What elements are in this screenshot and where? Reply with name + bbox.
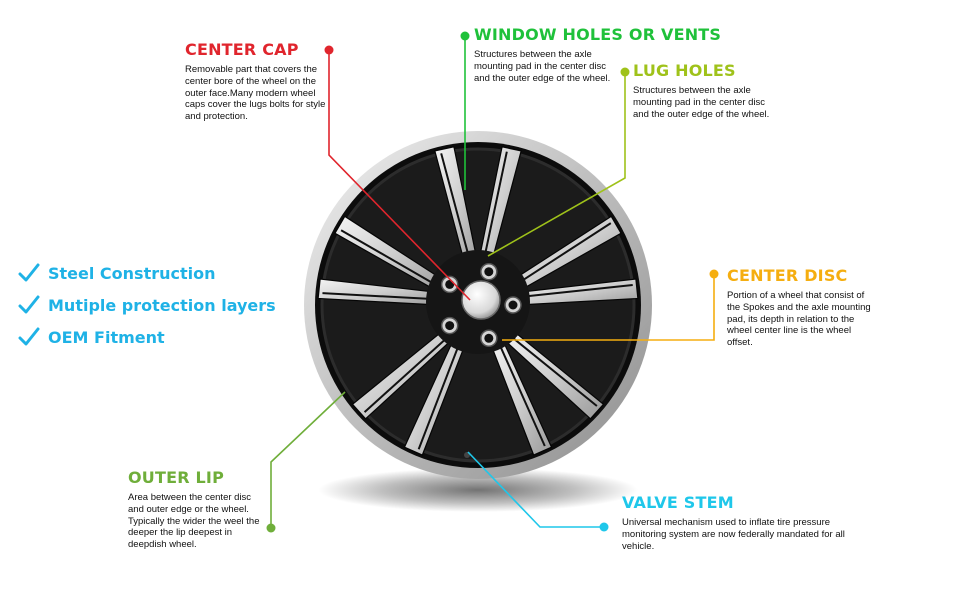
lug-holes: [440, 262, 522, 348]
spoke-edge: [499, 345, 546, 447]
check-icon: [18, 295, 40, 314]
lug-holes-title: LUG HOLES: [633, 61, 736, 80]
window-holes-title: WINDOW HOLES OR VENTS: [474, 25, 722, 44]
outer-lip-title: OUTER LIP: [128, 468, 225, 487]
window-holes-description: Structures between the axle mounting pad…: [474, 49, 611, 84]
spoke-edge: [483, 151, 508, 260]
window-holes-leader: [460, 31, 470, 190]
center-disc-title: CENTER DISC: [727, 266, 848, 285]
feature-label: Steel Construction: [48, 263, 216, 283]
feature-item: Mutiple protection layers: [18, 289, 276, 321]
window-holes-annotation: WINDOW HOLES OR VENTS Structures between…: [474, 25, 722, 84]
spoke-edge: [363, 337, 448, 413]
lug-holes-annotation: LUG HOLES Structures between the axle mo…: [633, 61, 773, 120]
wheel-shadow: [318, 468, 638, 512]
spoke-edge: [440, 153, 471, 261]
valve-stem-description: Universal mechanism used to inflate tire…: [622, 517, 845, 552]
spoke-edge: [510, 335, 598, 407]
lug-hole-center: [484, 333, 494, 343]
feature-item: OEM Fitment: [18, 321, 276, 353]
feature-label: OEM Fitment: [48, 327, 165, 347]
center-cap-description: Removable part that covers the center bo…: [185, 64, 326, 123]
feature-list: Steel Construction Mutiple protection la…: [18, 257, 276, 353]
spoke-edge: [340, 229, 437, 287]
outer-lip-leader: [266, 391, 346, 533]
lug-hole-center: [508, 300, 518, 310]
center-cap-title: CENTER CAP: [185, 40, 299, 59]
valve-stem-annotation: VALVE STEM Universal mechanism used to i…: [622, 493, 872, 552]
center-cap-leader: [324, 45, 471, 301]
center-disc-leader: [502, 269, 719, 341]
lug-holes-leader: [487, 67, 630, 257]
spokes: [317, 146, 639, 456]
lug-hole-center: [484, 267, 494, 277]
outer-lip-annotation: OUTER LIP Area between the center disc a…: [128, 468, 268, 551]
center-cap: [461, 280, 501, 320]
spoke-edge: [517, 222, 612, 284]
lug-holes-description: Structures between the axle mounting pad…: [633, 85, 770, 120]
spoke-edge: [322, 292, 433, 300]
valve-stem-title: VALVE STEM: [622, 493, 734, 512]
feature-label: Mutiple protection layers: [48, 295, 276, 315]
spoke-edge: [523, 284, 633, 298]
center-cap-annotation: CENTER CAP Removable part that covers th…: [185, 40, 333, 123]
check-icon: [18, 263, 40, 282]
center-disc-description: Portion of a wheel that consist of the S…: [727, 290, 871, 349]
lug-hole-center: [445, 321, 455, 331]
check-icon: [18, 327, 40, 346]
feature-item: Steel Construction: [18, 257, 276, 289]
valve-stem-leader: [467, 451, 609, 532]
center-disc-annotation: CENTER DISC Portion of a wheel that cons…: [727, 266, 877, 349]
spoke-edge: [417, 346, 460, 450]
outer-lip-description: Area between the center disc and outer e…: [128, 492, 260, 551]
